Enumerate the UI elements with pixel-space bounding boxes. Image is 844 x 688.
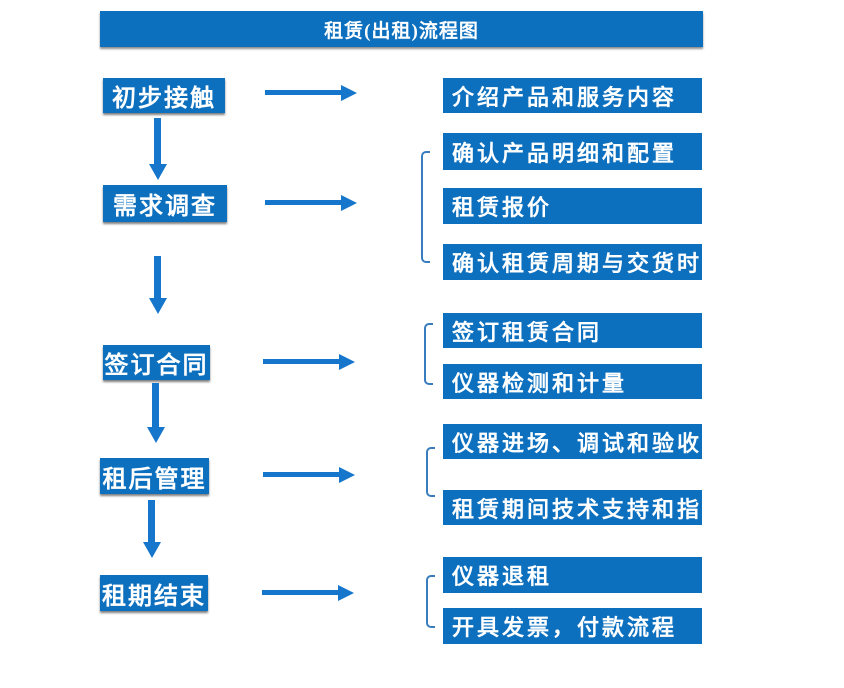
output-box: 签订租赁合同 (443, 313, 702, 348)
arrow-shaft (265, 200, 343, 205)
flowchart-title: 租赁(出租)流程图 (100, 11, 703, 47)
output-box: 租赁期间技术支持和指导 (443, 490, 724, 525)
arrow-head (341, 195, 357, 211)
output-box: 确认租赁周期与交货时间 (443, 244, 724, 280)
arrow-head (341, 85, 357, 101)
arrow-head (147, 427, 165, 443)
arrow-right-icon (262, 585, 354, 601)
output-box: 租赁报价 (443, 188, 702, 224)
arrow-head (143, 542, 161, 558)
stage-box-demand-survey: 需求调查 (103, 185, 227, 222)
output-box: 仪器进场、调试和验收 (443, 424, 702, 459)
arrow-right-icon (265, 85, 357, 101)
stage-box-contract-signing: 签订合同 (103, 345, 210, 380)
arrow-shaft (154, 118, 161, 166)
bracket-icon (424, 323, 433, 385)
arrow-head (149, 298, 167, 314)
arrow-head (339, 354, 355, 370)
arrow-head (339, 467, 355, 483)
arrow-down-icon (149, 118, 167, 180)
bracket-icon (426, 447, 435, 497)
stage-box-rental-period-end: 租期结束 (100, 575, 208, 611)
arrow-down-icon (147, 383, 165, 443)
arrow-shaft (265, 90, 343, 95)
arrow-shaft (262, 590, 340, 595)
output-box: 介绍产品和服务内容 (443, 78, 702, 113)
arrow-right-icon (263, 354, 355, 370)
bracket-icon (421, 151, 430, 263)
arrow-shaft (263, 359, 341, 364)
stage-box-post-rental-management: 租后管理 (100, 458, 209, 494)
output-box: 仪器退租 (443, 557, 702, 593)
arrow-shaft (152, 383, 159, 429)
output-box: 仪器检测和计量 (443, 364, 702, 399)
arrow-shaft (263, 472, 341, 477)
stage-box-initial-contact: 初步接触 (103, 78, 225, 113)
arrow-down-icon (143, 500, 161, 558)
arrow-shaft (148, 500, 155, 544)
arrow-right-icon (263, 467, 355, 483)
arrow-right-icon (265, 195, 357, 211)
arrow-down-icon (149, 256, 167, 314)
bracket-icon (426, 575, 435, 628)
arrow-head (149, 164, 167, 180)
output-box: 确认产品明细和配置 (443, 133, 702, 170)
arrow-head (338, 585, 354, 601)
arrow-shaft (154, 256, 161, 300)
output-box: 开具发票，付款流程 (443, 608, 702, 644)
